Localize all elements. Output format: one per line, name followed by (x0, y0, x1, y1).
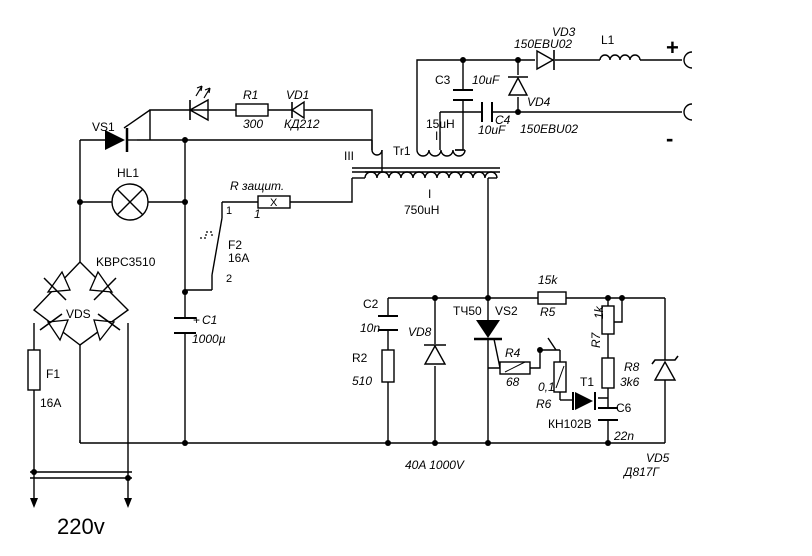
mains-terminals (30, 498, 132, 508)
vds-bridge (32, 260, 130, 346)
r7-value: 1k (592, 305, 606, 319)
c6-capacitor (598, 407, 618, 421)
r5-label: R5 (540, 305, 556, 319)
winding-i-value: 750uH (404, 203, 439, 217)
r-protect-resistor (257, 195, 291, 209)
c4-label: C4 (495, 113, 511, 127)
c2-label: C2 (363, 297, 379, 311)
l1-inductor (599, 54, 641, 61)
vd1-value: КД212 (284, 117, 320, 131)
r6-label: R6 (536, 397, 552, 411)
c2-value: 10n (360, 321, 380, 335)
r7-trimmer (601, 305, 615, 335)
vd5-type: Д817Г (622, 465, 660, 479)
c3-capacitor (453, 89, 473, 101)
c1-value: 1000µ (192, 332, 226, 346)
f2-switch (185, 202, 223, 291)
c2-capacitor (378, 315, 398, 331)
vd8-label: VD8 (408, 325, 432, 339)
vd3-diode (536, 49, 555, 71)
r6-value: 0,1 (538, 380, 555, 394)
hl1-label: HL1 (117, 166, 139, 180)
vd1-diode (290, 100, 306, 120)
c1-capacitor (174, 317, 196, 334)
winding-i-label: I (428, 187, 431, 201)
r5-value: 15k (538, 273, 558, 287)
r8-resistor (601, 357, 615, 389)
winding-ii-label: II (435, 129, 442, 143)
r8-label: R8 (624, 360, 640, 374)
f1-label: F1 (46, 367, 60, 381)
vs1-thyristor (105, 109, 151, 152)
vd3-label: VD3 (552, 25, 576, 39)
vd8-diode (423, 344, 447, 365)
vd5-label: VD5 (646, 451, 670, 465)
r1-label: R1 (243, 88, 258, 102)
winding-ii-value: 15uH (426, 117, 455, 131)
c6-label: C6 (616, 401, 632, 415)
mains-label: 220v (57, 514, 105, 539)
kbpc-label: KBPC3510 (96, 255, 156, 269)
vd4-diode (507, 76, 529, 96)
t1-dinistor (572, 392, 596, 410)
l1-label: L1 (601, 33, 615, 47)
minus-terminal (683, 103, 693, 121)
f1-fuse (27, 349, 41, 391)
r-protect-value: 1 (254, 207, 261, 221)
f2-pin2: 2 (226, 273, 232, 285)
vs2-type: ТЧ50 (453, 304, 482, 318)
r2-resistor (381, 349, 395, 383)
f1-value: 16A (40, 396, 61, 410)
c1-plus: + (193, 313, 200, 327)
c1-label: C1 (202, 313, 217, 327)
wires (30, 59, 682, 505)
minus-label: - (666, 126, 673, 151)
vds-label: VDS (66, 307, 91, 321)
r4-resistor (499, 361, 531, 375)
vd8-rating: 40A 1000V (405, 458, 465, 472)
r1-resistor (235, 103, 269, 117)
r1-value: 300 (243, 117, 263, 131)
c3-value: 10uF (472, 73, 500, 87)
vs2-thyristor (474, 320, 502, 369)
t1-label: T1 (580, 375, 594, 389)
r8-value: 3k6 (620, 375, 640, 389)
transformer-tr1 (352, 149, 500, 179)
vd4-label: VD4 (527, 95, 551, 109)
vd3-value: 150EBU02 (514, 37, 572, 51)
f2-value: 16A (228, 251, 249, 265)
tr1-label: Tr1 (393, 144, 411, 158)
c4-capacitor (481, 102, 493, 122)
r-protect-mark: X (270, 197, 278, 209)
vs2-label: VS2 (495, 304, 518, 318)
winding-iii-label: III (344, 149, 354, 163)
f2-label: F2 (228, 238, 242, 252)
r-protect-label: R защит. (230, 179, 284, 193)
junctions (31, 57, 625, 481)
plus-label: + (666, 35, 679, 60)
r5-resistor (537, 291, 567, 305)
c3-label: C3 (435, 73, 451, 87)
c6-value: 22n (613, 429, 634, 443)
led-indicator (182, 85, 218, 122)
hl1-lamp (111, 183, 149, 221)
vd4-value: 150EBU02 (520, 122, 578, 136)
c4-value: 10uF (478, 123, 506, 137)
r2-label: R2 (352, 351, 368, 365)
vd5-zener (651, 355, 679, 381)
vs1-label: VS1 (92, 120, 115, 134)
r2-value: 510 (352, 374, 372, 388)
vd1-label: VD1 (286, 88, 309, 102)
r4-value: 68 (506, 375, 520, 389)
plus-terminal (683, 51, 693, 69)
f2-pin1: 1 (226, 205, 232, 217)
t1-type: КН102В (548, 417, 592, 431)
r4-label: R4 (505, 346, 521, 360)
r7-label: R7 (589, 331, 603, 348)
